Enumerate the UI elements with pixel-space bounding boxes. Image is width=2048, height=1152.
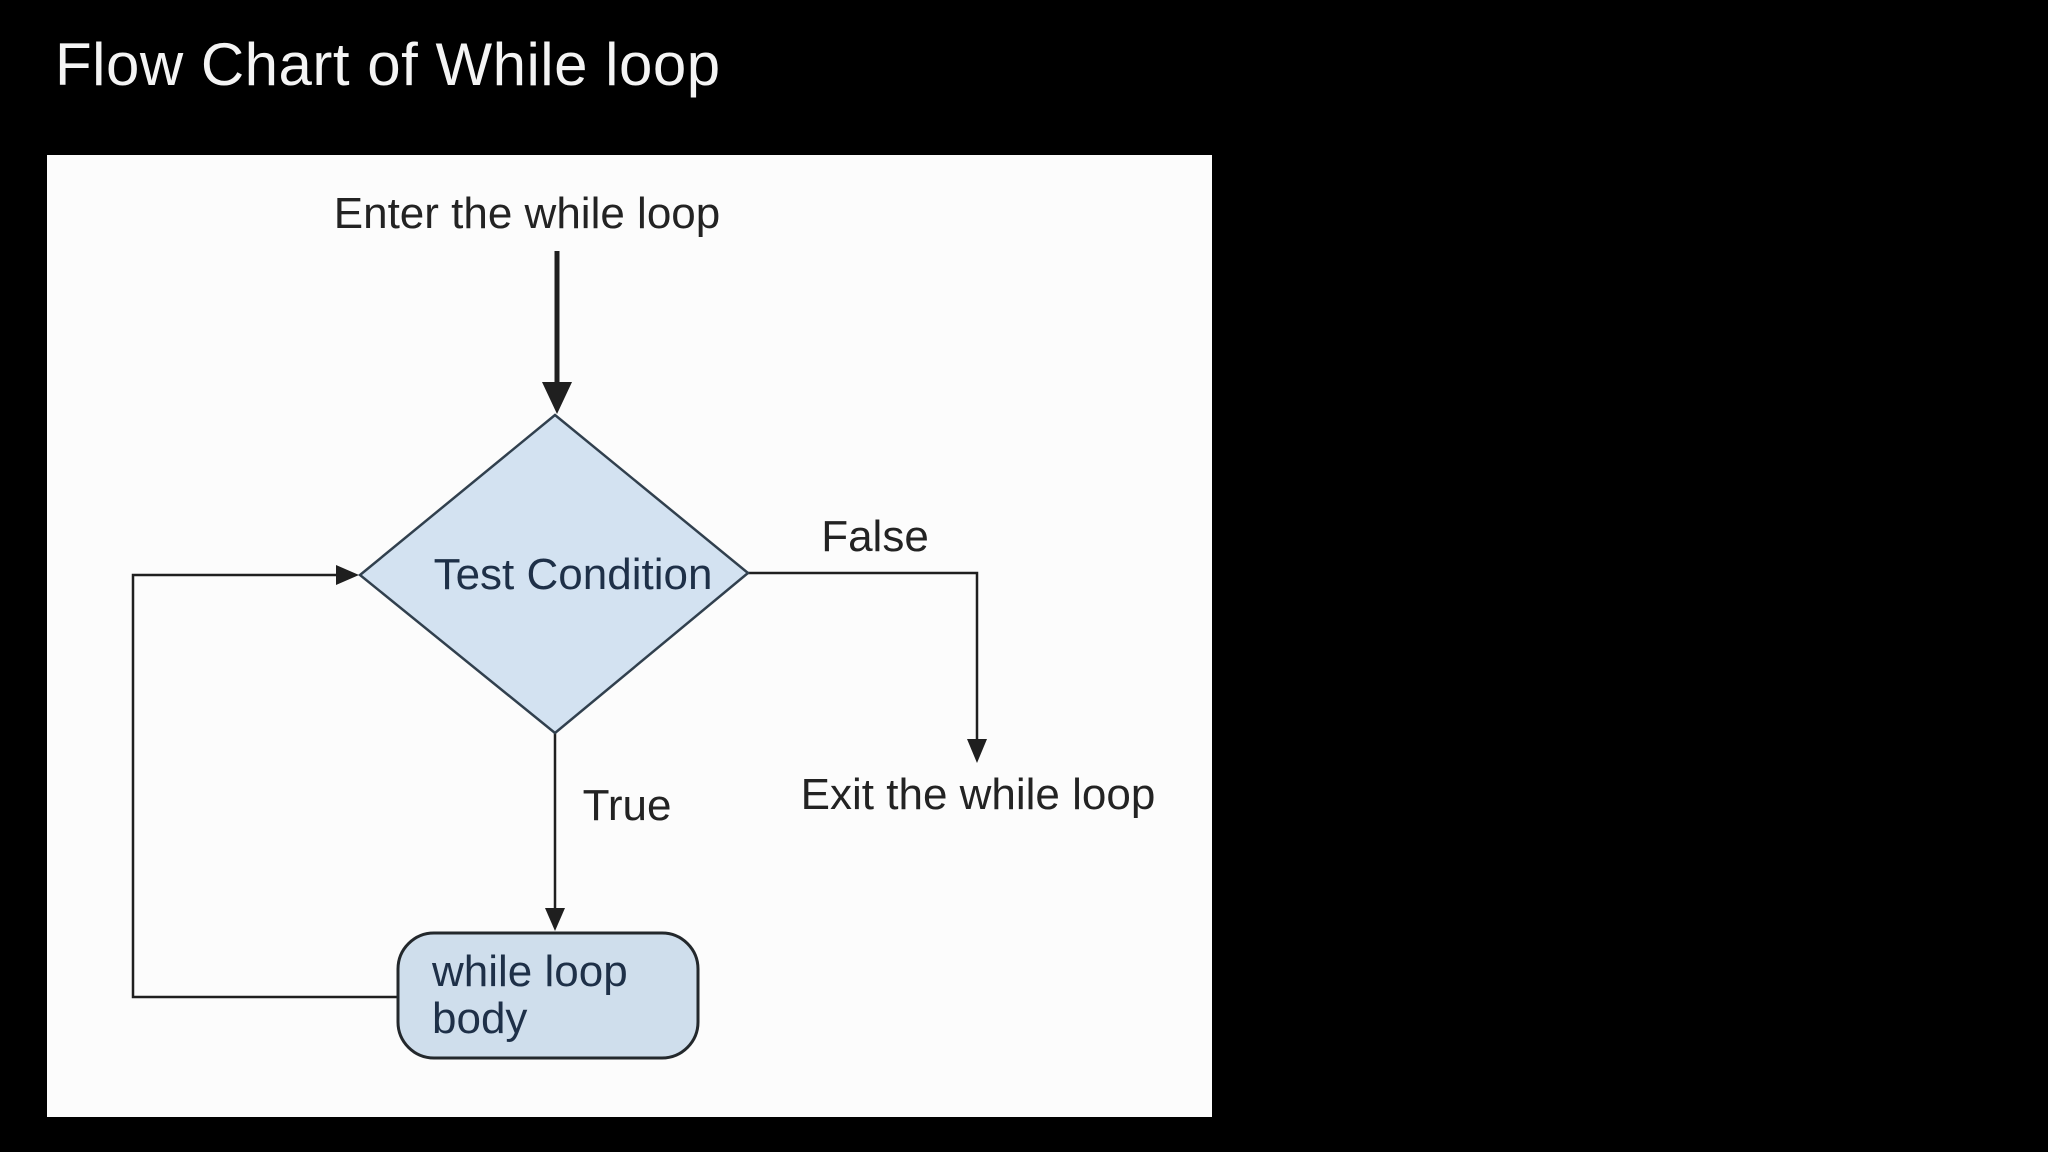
decision-diamond-shape — [358, 413, 750, 735]
true-arrowhead-icon — [545, 908, 565, 931]
exit-loop-label: Exit the while loop — [800, 769, 1156, 819]
page-title: Flow Chart of While loop — [55, 31, 721, 98]
flowchart-panel: Enter the while loop Test Condition Fals… — [47, 155, 1212, 1117]
false-branch-line — [748, 571, 979, 741]
test-condition-label: Test Condition — [433, 549, 713, 599]
enter-loop-label: Enter the while loop — [333, 188, 721, 238]
entry-arrowhead-icon — [542, 382, 572, 414]
loop-body-label-line2: body — [432, 993, 528, 1043]
loopback-line — [131, 573, 398, 999]
loop-body-label-line1: while loop — [432, 946, 628, 996]
loop-body-box-shape — [396, 931, 700, 1060]
loopback-arrowhead-icon — [336, 565, 359, 585]
loop-body-label: while loop body — [432, 933, 628, 1058]
false-arrowhead-icon — [967, 739, 987, 763]
flowchart-canvas — [131, 251, 987, 1060]
false-label: False — [821, 511, 929, 561]
true-label: True — [582, 780, 672, 830]
